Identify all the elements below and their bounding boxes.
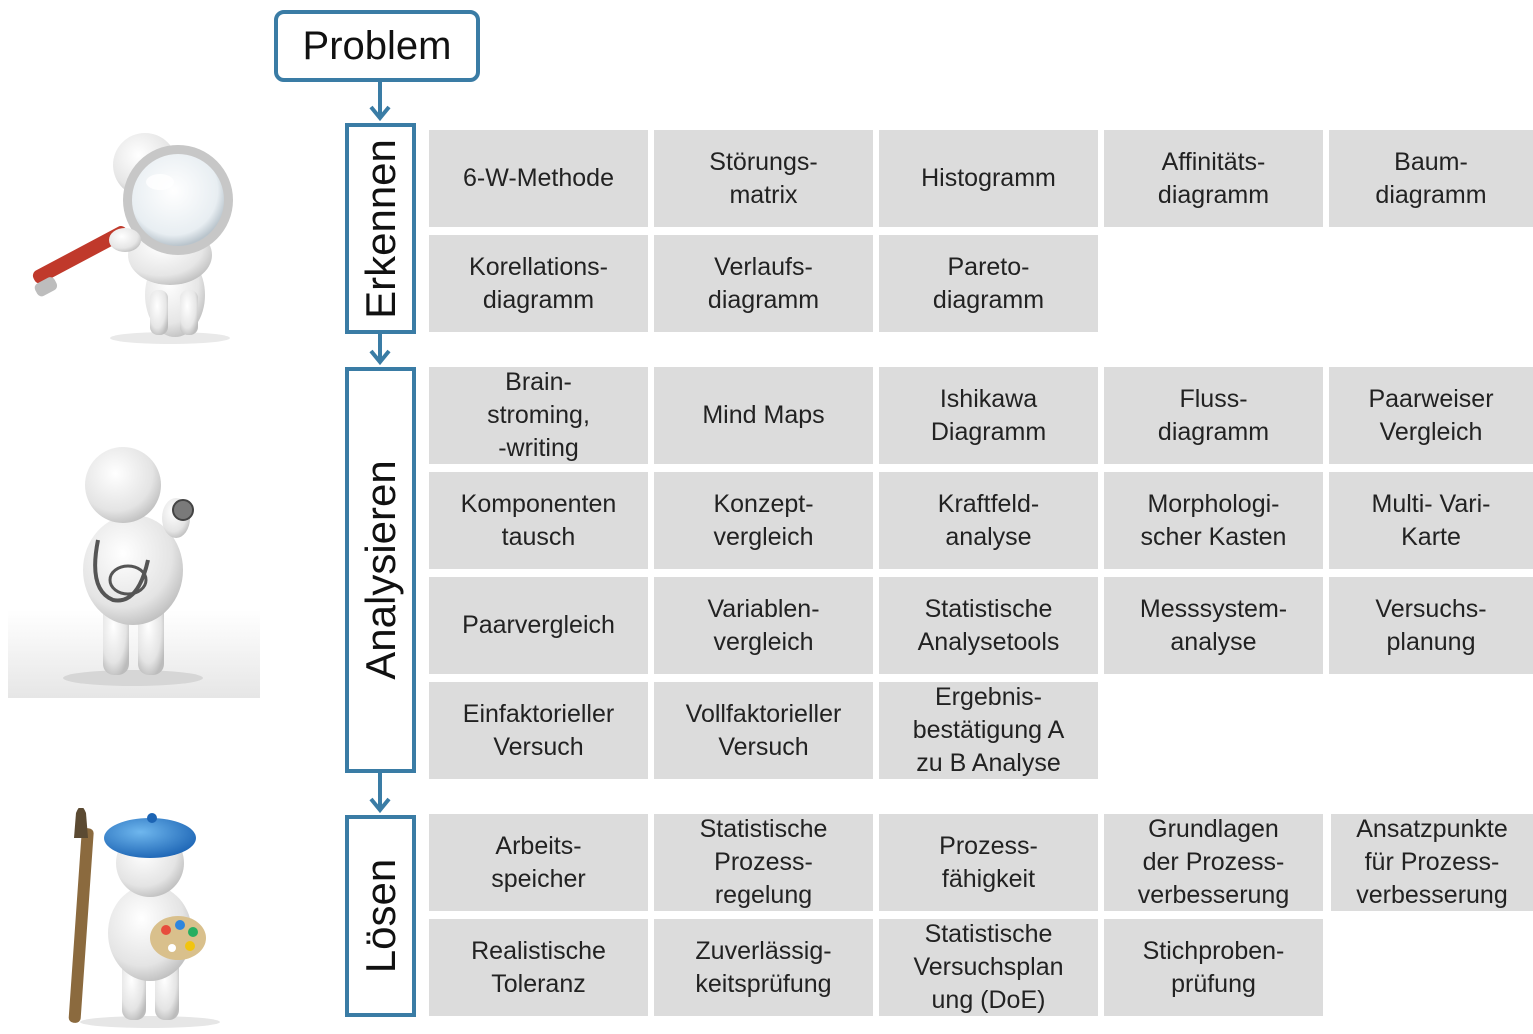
method-cell: Brain- stroming, -writing	[429, 367, 648, 464]
method-cell: Arbeits- speicher	[429, 814, 648, 911]
method-cell: Multi- Vari- Karte	[1329, 472, 1533, 569]
method-cell: Histogramm	[879, 130, 1098, 227]
method-cell: Affinitäts- diagramm	[1104, 130, 1323, 227]
stage-label-analysieren: Analysieren	[356, 460, 404, 680]
magnifying-glass-figure-icon	[32, 133, 233, 344]
method-cell: Fluss- diagramm	[1104, 367, 1323, 464]
method-cell: Komponenten tausch	[429, 472, 648, 569]
method-cell: Messsystem- analyse	[1104, 577, 1323, 674]
method-cell: Prozess- fähigkeit	[879, 814, 1098, 911]
stage-erkennen: Erkennen	[345, 123, 416, 334]
stethoscope-figure-icon	[8, 447, 260, 698]
method-cell: Morphologi- scher Kasten	[1104, 472, 1323, 569]
method-cell: Ishikawa Diagramm	[879, 367, 1098, 464]
method-cell: Vollfaktorieller Versuch	[654, 682, 873, 779]
problem-box: Problem	[274, 10, 480, 82]
method-cell: Einfaktorieller Versuch	[429, 682, 648, 779]
stage-loesen: Lösen	[345, 815, 416, 1017]
method-cell: Baum- diagramm	[1329, 130, 1533, 227]
method-cell: Versuchs- planung	[1329, 577, 1533, 674]
method-cell: Ansatzpunkte für Prozess- verbesserung	[1331, 814, 1533, 911]
method-cell: Konzept- vergleich	[654, 472, 873, 569]
method-cell: Paarweiser Vergleich	[1329, 367, 1533, 464]
stage-analysieren: Analysieren	[345, 367, 416, 773]
method-cell: Mind Maps	[654, 367, 873, 464]
method-cell: Paarvergleich	[429, 577, 648, 674]
stage-label-erkennen: Erkennen	[356, 138, 404, 319]
method-cell: 6-W-Methode	[429, 130, 648, 227]
method-cell: Realistische Toleranz	[429, 919, 648, 1016]
method-cell: Statistische Versuchsplan ung (DoE)	[879, 919, 1098, 1016]
problem-label: Problem	[302, 23, 452, 68]
method-cell: Verlaufs- diagramm	[654, 235, 873, 332]
method-cell: Korellations- diagramm	[429, 235, 648, 332]
method-cell: Pareto- diagramm	[879, 235, 1098, 332]
method-cell: Ergebnis- bestätigung A zu B Analyse	[879, 682, 1098, 779]
method-cell: Kraftfeld- analyse	[879, 472, 1098, 569]
method-cell: Stichproben- prüfung	[1104, 919, 1323, 1016]
method-cell: Statistische Analysetools	[879, 577, 1098, 674]
method-cell: Störungs- matrix	[654, 130, 873, 227]
stage-label-loesen: Lösen	[356, 858, 404, 974]
painter-figure-icon	[68, 808, 220, 1028]
method-cell: Variablen- vergleich	[654, 577, 873, 674]
method-cell: Zuverlässig- keitsprüfung	[654, 919, 873, 1016]
method-cell: Statistische Prozess- regelung	[654, 814, 873, 911]
method-cell: Grundlagen der Prozess- verbesserung	[1104, 814, 1323, 911]
